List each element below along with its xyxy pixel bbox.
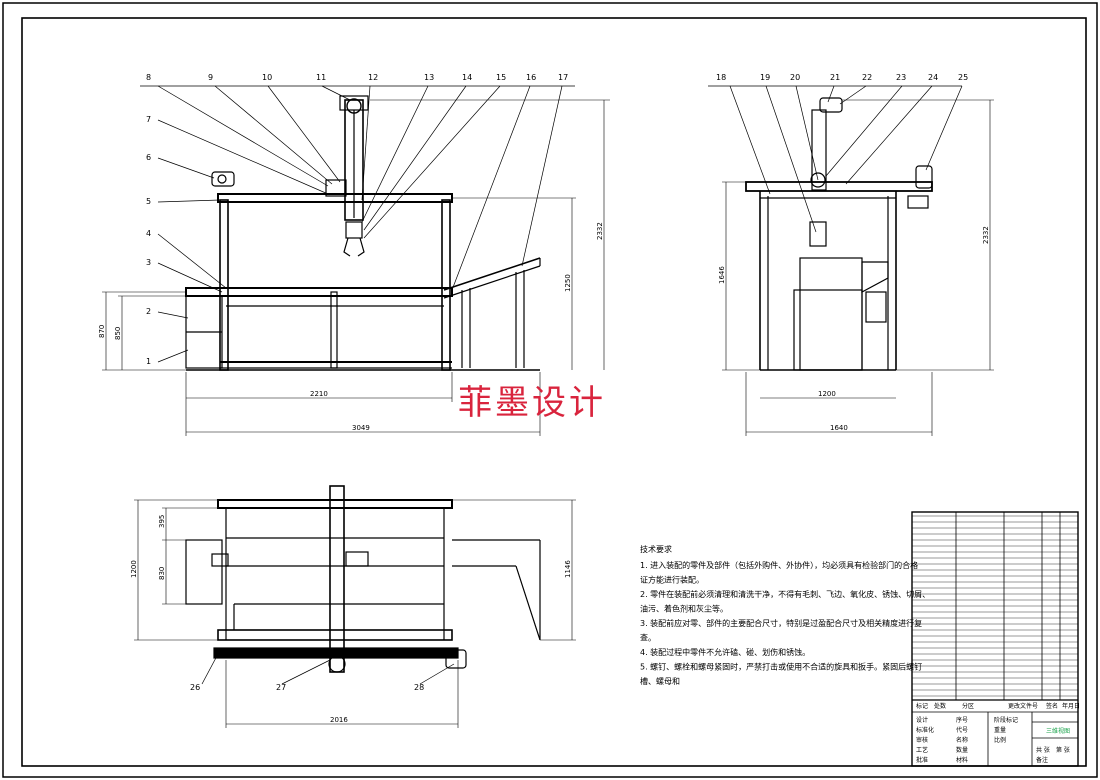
top-view bbox=[185, 485, 541, 673]
title-block-cell: 阶段标记 bbox=[994, 716, 1018, 724]
title-block-cell: 分区 bbox=[962, 702, 974, 710]
title-block-cell: 比例 bbox=[994, 736, 1006, 744]
part-label: 25 bbox=[958, 73, 968, 82]
part-label: 16 bbox=[526, 73, 536, 82]
part-label: 19 bbox=[760, 73, 770, 82]
title-block-cell: 名称 bbox=[956, 736, 968, 744]
part-label: 1 bbox=[146, 357, 151, 366]
part-label: 14 bbox=[462, 73, 472, 82]
part-label: 21 bbox=[830, 73, 840, 82]
front-view bbox=[185, 95, 541, 371]
part-label: 13 bbox=[424, 73, 434, 82]
part-label: 27 bbox=[276, 683, 286, 692]
part-label: 9 bbox=[208, 73, 213, 82]
title-block-cell: 签名 bbox=[1046, 702, 1058, 710]
inner-border bbox=[21, 17, 1087, 767]
note-line: 油污、着色剂和灰尘等。 bbox=[640, 604, 728, 614]
dim-label: 2332 bbox=[596, 222, 604, 240]
part-label: 2 bbox=[146, 307, 151, 316]
title-block-cell: 代号 bbox=[956, 726, 968, 734]
notes-title: 技术要求 bbox=[640, 544, 672, 554]
top-view-leaders bbox=[201, 653, 455, 685]
title-block-cell: 备注 bbox=[1036, 756, 1048, 764]
dim-label: 1646 bbox=[718, 266, 726, 284]
part-label: 6 bbox=[146, 153, 151, 162]
title-block-cell: 材料 bbox=[956, 756, 968, 764]
title-block-cell: 审核 bbox=[916, 736, 928, 744]
dim-label: 2016 bbox=[330, 716, 348, 724]
dim-label: 1146 bbox=[564, 560, 572, 578]
part-label: 8 bbox=[146, 73, 151, 82]
title-block-cell: 处数 bbox=[934, 702, 946, 710]
part-label: 5 bbox=[146, 197, 151, 206]
note-line: 4. 装配过程中零件不允许磕、碰、划伤和锈蚀。 bbox=[640, 647, 810, 657]
dim-label: 1200 bbox=[130, 560, 138, 578]
dim-label: 3049 bbox=[352, 424, 370, 432]
part-label: 15 bbox=[496, 73, 506, 82]
dim-label: 870 bbox=[98, 325, 106, 338]
part-label: 10 bbox=[262, 73, 272, 82]
side-view-leaders bbox=[708, 85, 963, 233]
title-block-rows: 标记处数 分区 更改文件号签名年月日设计标准化 阶段标记重量比例 审核工艺批准 共 张第 … bbox=[912, 515, 1080, 764]
watermark: 菲墨设计 bbox=[458, 383, 606, 423]
note-line: 证方能进行装配。 bbox=[640, 575, 704, 585]
title-block-cell: 标准化 bbox=[916, 726, 934, 734]
title-block-cell: 年月日 bbox=[1062, 702, 1080, 710]
dim-label: 2332 bbox=[982, 226, 990, 244]
notes-lines: 1. 进入装配的零件及部件（包括外购件、外协件），均必须具有检验部门的合格证方能… bbox=[640, 560, 930, 686]
drawing-name: 三维视图 bbox=[1046, 727, 1070, 735]
part-label: 23 bbox=[896, 73, 906, 82]
dim-label: 2210 bbox=[310, 390, 328, 398]
front-view-dims bbox=[102, 99, 610, 436]
part-label: 22 bbox=[862, 73, 872, 82]
part-label: 12 bbox=[368, 73, 378, 82]
dim-label: 1640 bbox=[830, 424, 848, 432]
title-block-cell: 序号 bbox=[956, 716, 968, 724]
part-label: 18 bbox=[716, 73, 726, 82]
title-block-cell: 数量 bbox=[956, 746, 968, 754]
title-block-cell: 设计 bbox=[916, 716, 928, 724]
part-label: 20 bbox=[790, 73, 800, 82]
dim-label: 1200 bbox=[818, 390, 836, 398]
title-block-cell: 重量 bbox=[994, 726, 1006, 734]
title-block-cell: 第 张 bbox=[1056, 746, 1070, 754]
note-line: 3. 装配前应对零、部件的主要配合尺寸，特别是过盈配合尺寸及相关精度进行复 bbox=[640, 618, 922, 628]
dim-label: 1250 bbox=[564, 274, 572, 292]
note-line: 5. 螺钉、螺栓和螺母紧固时，严禁打击或使用不合适的旋具和扳手。紧固后螺钉 bbox=[640, 662, 922, 672]
title-block-cell: 标记 bbox=[916, 702, 928, 710]
part-label: 7 bbox=[146, 115, 151, 124]
part-label: 26 bbox=[190, 683, 200, 692]
note-line: 查。 bbox=[640, 633, 656, 643]
note-line: 1. 进入装配的零件及部件（包括外购件、外协件），均必须具有检验部门的合格 bbox=[640, 560, 918, 570]
front-view-leaders bbox=[140, 85, 575, 363]
top-view-dims bbox=[134, 499, 576, 728]
note-line: 槽、螺母和 bbox=[640, 676, 680, 686]
side-view bbox=[745, 97, 933, 371]
note-line: 2. 零件在装配前必须清理和清洗干净，不得有毛刺、飞边、氧化皮、锈蚀、切屑、 bbox=[640, 589, 930, 599]
title-block-cell: 工艺 bbox=[916, 746, 928, 754]
dim-label: 830 bbox=[158, 567, 166, 580]
title-block-cell: 批准 bbox=[916, 756, 928, 764]
part-label: 4 bbox=[146, 229, 151, 238]
side-view-dims bbox=[722, 99, 994, 436]
part-label: 24 bbox=[928, 73, 938, 82]
part-label: 28 bbox=[414, 683, 424, 692]
title-block-cell: 共 张 bbox=[1036, 746, 1050, 754]
part-label: 17 bbox=[558, 73, 568, 82]
part-label: 3 bbox=[146, 258, 151, 267]
title-block-cell: 更改文件号 bbox=[1008, 702, 1038, 710]
part-label: 11 bbox=[316, 73, 326, 82]
dim-label: 395 bbox=[158, 515, 166, 528]
dim-label: 850 bbox=[114, 327, 122, 340]
